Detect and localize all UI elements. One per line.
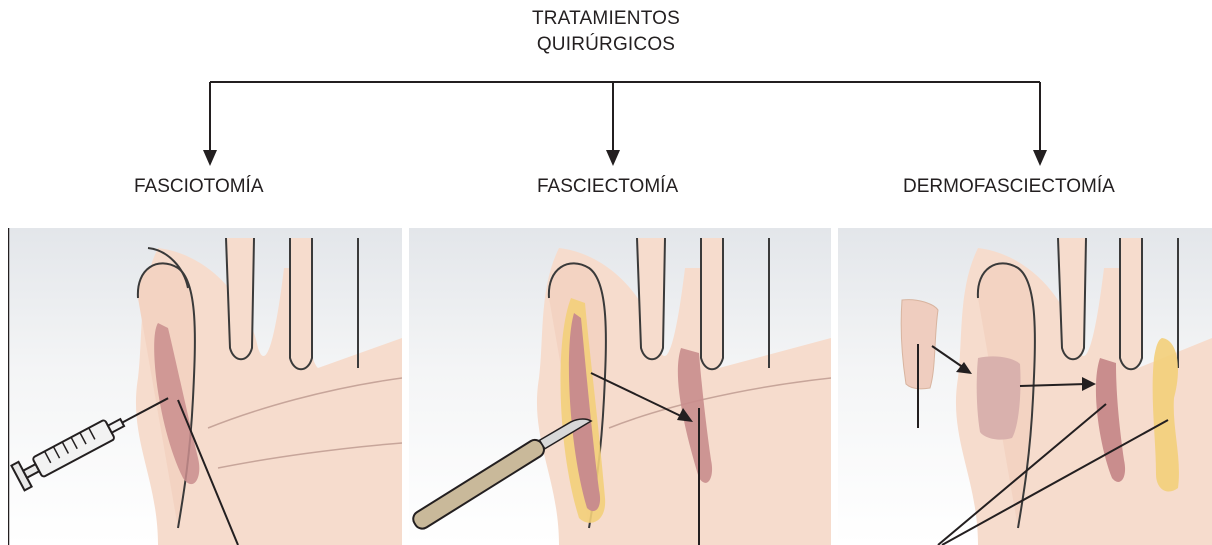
branch-label-fasciotomia: FASCIOTOMÍA	[134, 176, 264, 198]
illustration-fasciectomia	[409, 228, 831, 545]
arrowhead-right	[1033, 150, 1047, 166]
illustration-dermofasciectomia	[838, 228, 1212, 545]
branch-label-dermofasciectomia: DERMOFASCIECTOMÍA	[903, 176, 1115, 198]
illustration-fasciotomia	[8, 228, 402, 545]
recipient-area	[977, 356, 1021, 439]
skin-graft	[901, 300, 938, 389]
branch-label-fasciectomia: FASCIECTOMÍA	[537, 176, 678, 198]
arrowhead-center	[606, 150, 620, 166]
arrowhead-left	[203, 150, 217, 166]
